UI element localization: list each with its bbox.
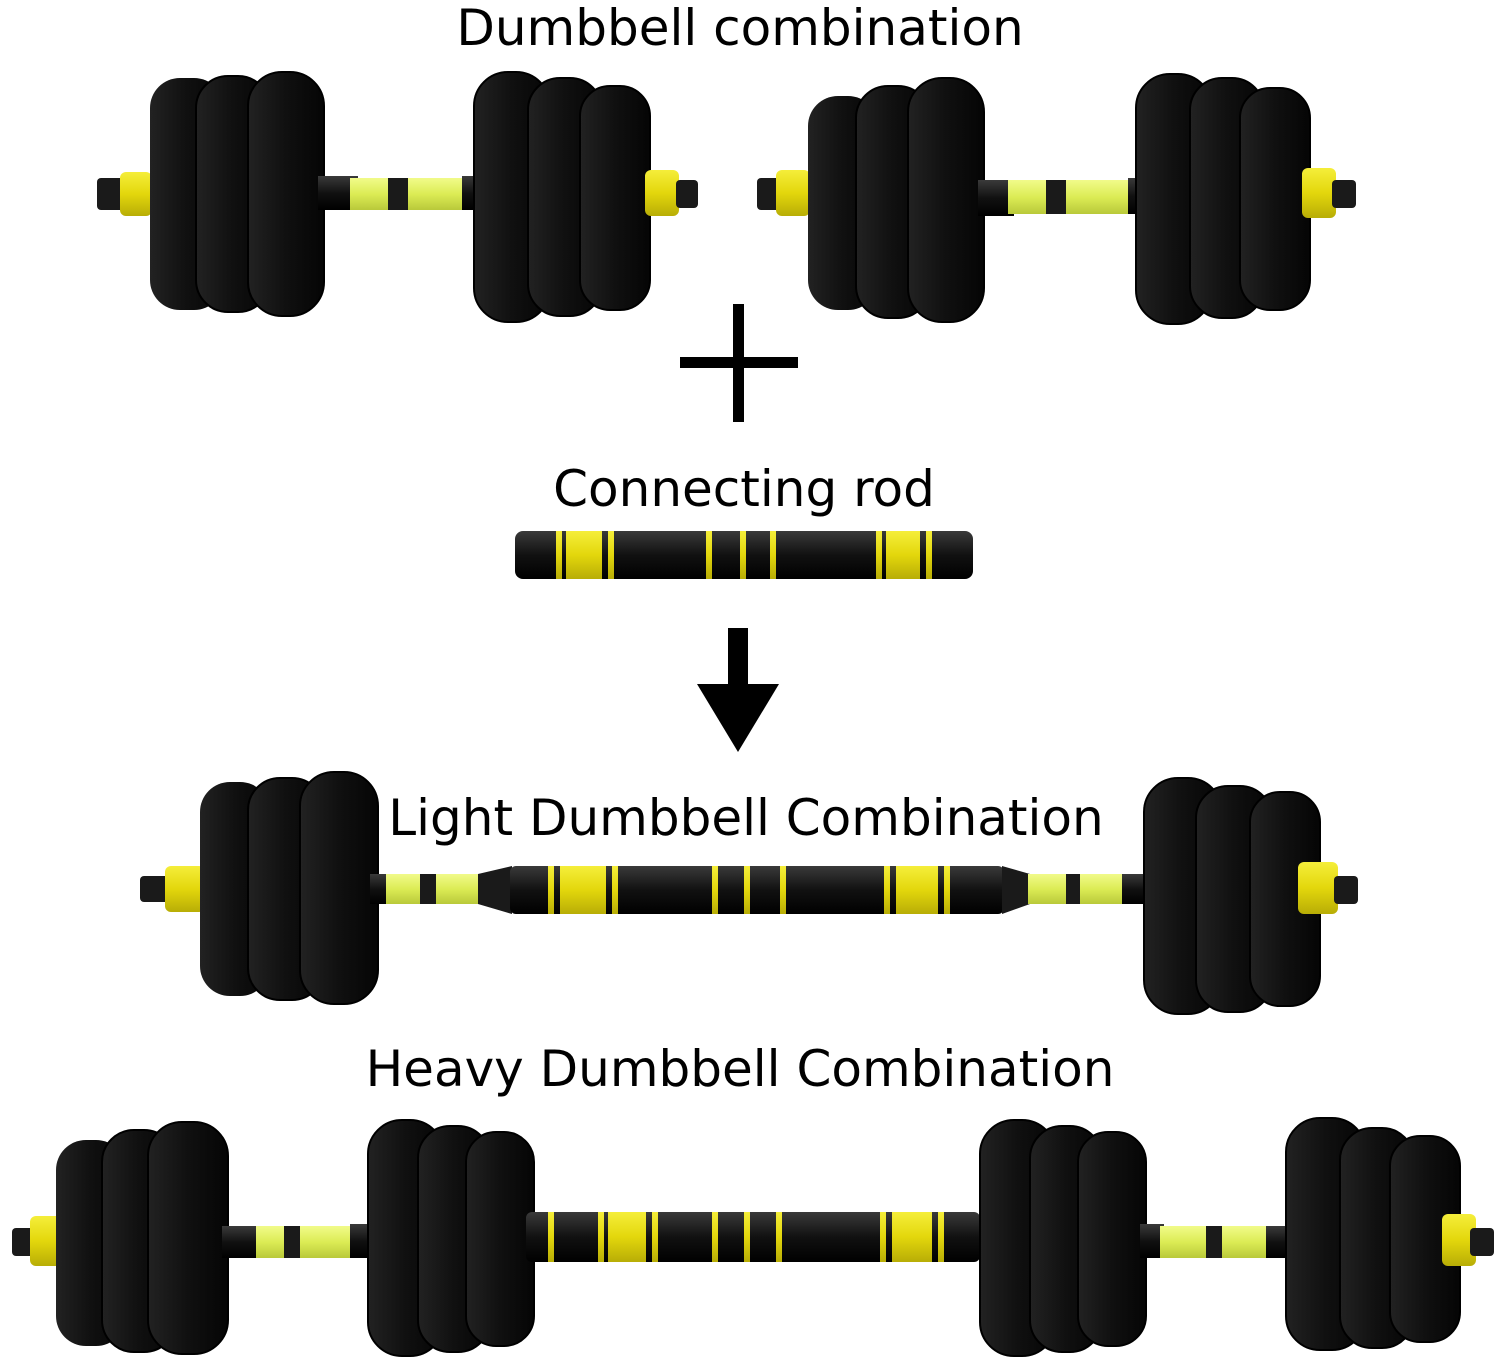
connecting-rod — [515, 531, 973, 579]
connecting-rod-label: Connecting rod — [553, 460, 935, 518]
plus-sign-icon — [680, 304, 798, 422]
arrow-down-icon — [697, 628, 779, 752]
heavy-dumbbell-combination-label: Heavy Dumbbell Combination — [365, 1040, 1115, 1098]
light-dumbbell-combination — [140, 771, 1358, 1015]
dumbbell-combination-label: Dumbbell combination — [456, 0, 1024, 57]
dumbbell-right — [757, 73, 1356, 325]
heavy-dumbbell-combination — [12, 1117, 1494, 1357]
dumbbell-left — [97, 71, 698, 323]
light-dumbbell-combination-label: Light Dumbbell Combination — [388, 789, 1104, 847]
